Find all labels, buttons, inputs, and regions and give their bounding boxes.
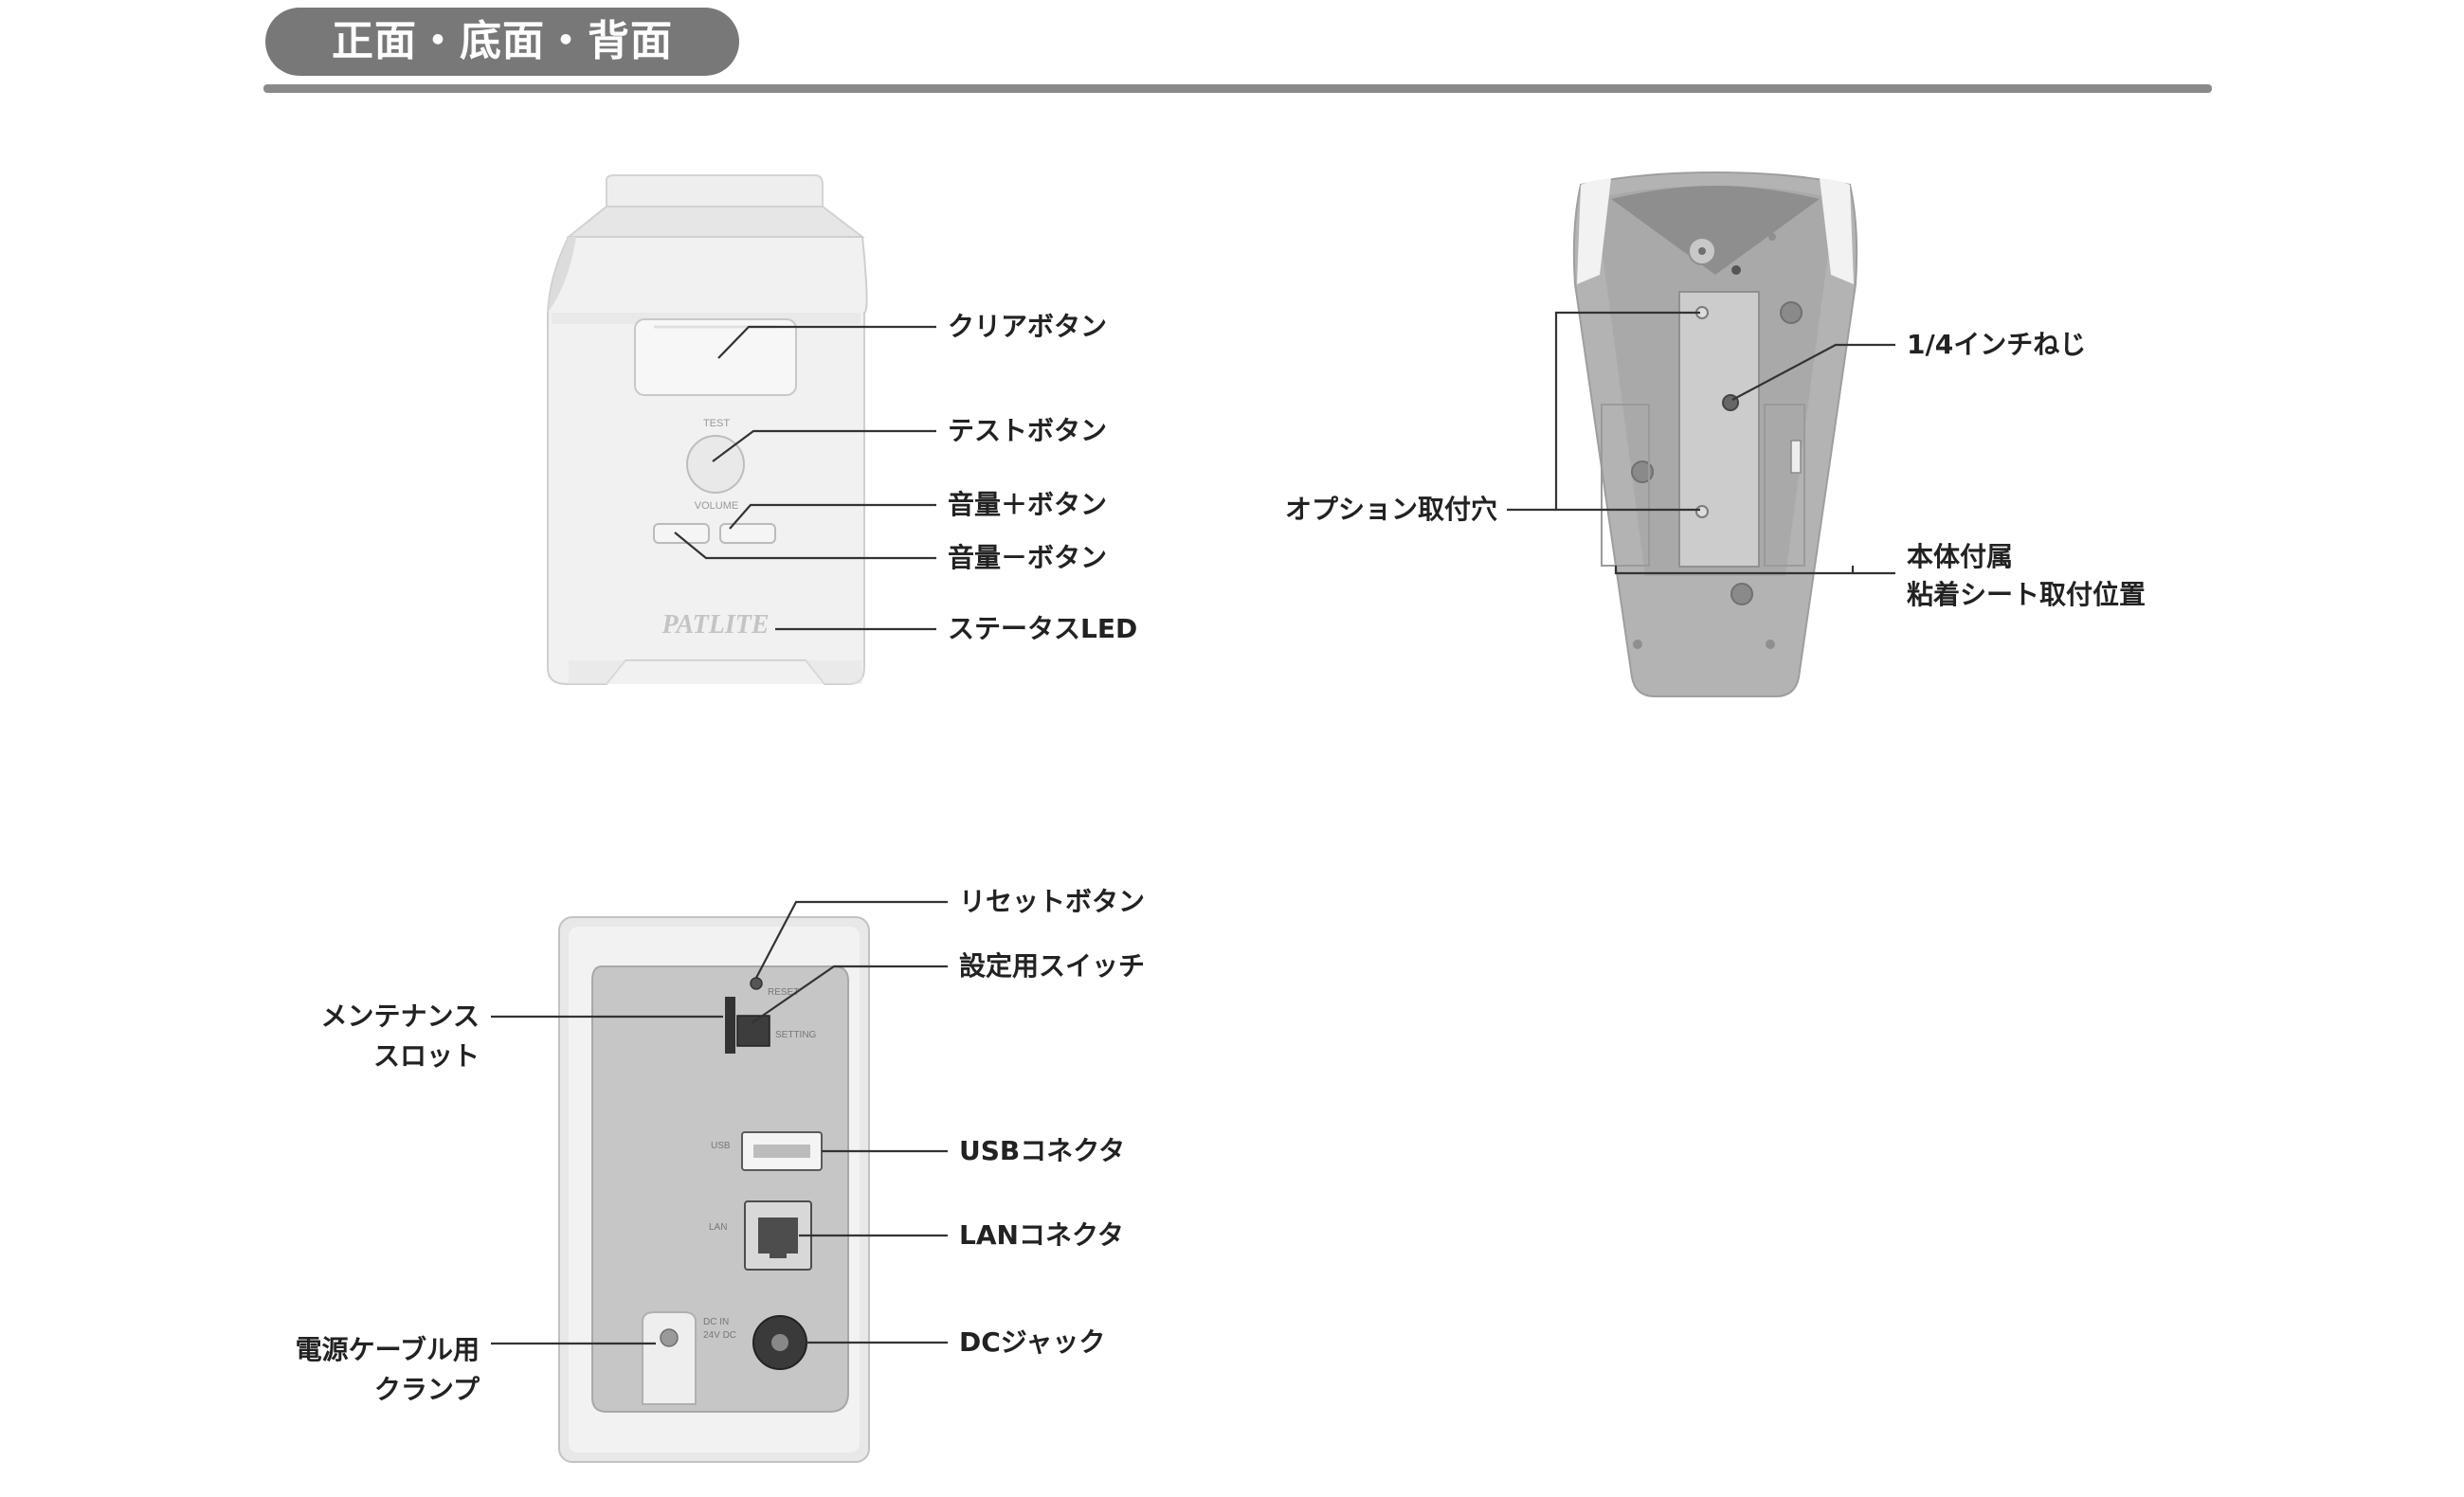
label-reset-button: リセットボタン — [959, 886, 1146, 917]
lan-text: LAN — [709, 1222, 727, 1233]
usb-text: USB — [711, 1141, 731, 1151]
label-volume-down: 音量－ボタン — [948, 542, 1108, 573]
bottom-view-device — [1572, 171, 1858, 697]
front-leader-lines — [674, 325, 936, 631]
dc-voltage-text: 24V DC — [703, 1330, 736, 1341]
label-volume-up: 音量＋ボタン — [948, 489, 1108, 520]
maintenance-slot — [725, 997, 735, 1054]
cable-clamp — [642, 1311, 697, 1405]
section-title: 正面・底面・背面 — [265, 8, 739, 76]
label-sticker-line1: 本体付属 — [1907, 541, 2014, 572]
label-dc-jack: DCジャック — [959, 1326, 1106, 1358]
mounting-plate — [1678, 291, 1760, 568]
test-button[interactable] — [686, 435, 745, 494]
clear-button[interactable] — [634, 318, 797, 396]
label-status-led: ステータスLED — [948, 613, 1138, 644]
title-underline — [263, 84, 2212, 93]
volume-up-button[interactable] — [719, 523, 776, 544]
label-maintenance-line2: スロット — [372, 1040, 480, 1072]
reset-button[interactable] — [750, 977, 763, 990]
volume-down-button[interactable] — [653, 523, 710, 544]
setting-text: SETTING — [775, 1030, 817, 1040]
reset-text: RESET — [768, 987, 799, 998]
label-clamp-line2: クランプ — [373, 1374, 480, 1405]
label-lan-connector: LANコネクタ — [959, 1219, 1124, 1251]
front-test-text: TEST — [703, 418, 730, 429]
label-quarter-inch-screw: 1/4インチねじ — [1907, 329, 2087, 360]
label-sticker-line2: 粘着シート取付位置 — [1907, 579, 2147, 610]
back-leader-lines — [491, 900, 948, 1345]
label-test-button: テストボタン — [948, 415, 1108, 446]
dc-in-text: DC IN — [703, 1317, 729, 1327]
front-volume-text: VOLUME — [695, 500, 738, 512]
label-clamp-line1: 電源ケーブル用 — [295, 1334, 480, 1365]
label-clear-button: クリアボタン — [948, 311, 1108, 342]
label-usb-connector: USBコネクタ — [959, 1135, 1126, 1166]
back-view-device — [558, 916, 870, 1463]
setting-switch[interactable] — [736, 1015, 770, 1047]
label-maintenance-line1: メンテナンス — [320, 1001, 480, 1032]
patlite-logo: PATLITE — [661, 610, 769, 640]
front-view-device — [547, 174, 868, 685]
bottom-leader-lines — [1507, 311, 1895, 575]
label-setting-switch: 設定用スイッチ — [959, 950, 1146, 982]
label-option-holes: オプション取付穴 — [1284, 494, 1497, 525]
